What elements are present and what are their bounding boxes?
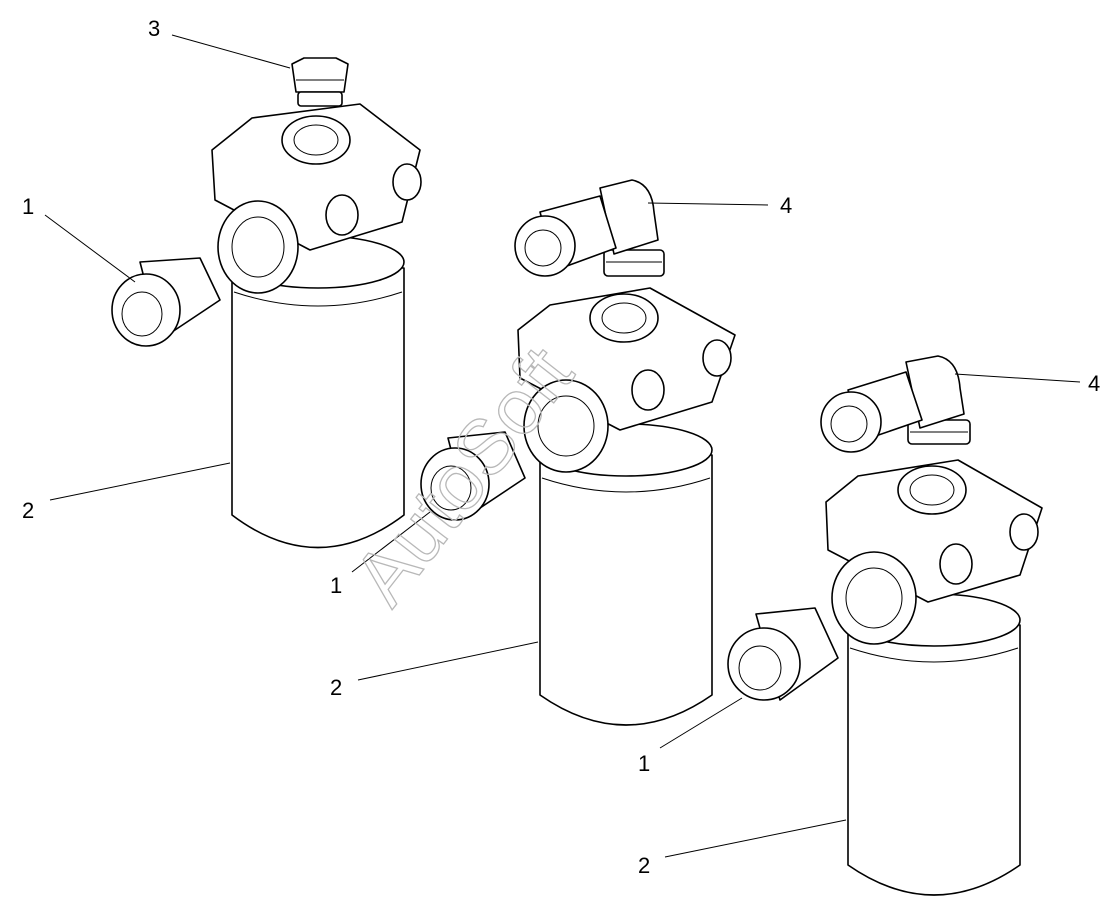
callout-4-middle: 4 [780,193,792,218]
cap-nut-left [291,57,349,107]
callout-1-right: 1 [638,751,650,776]
callout-1-middle: 1 [330,573,342,598]
callout-2-right: 2 [638,853,650,878]
assembly-middle: 4 1 2 [330,179,792,726]
elbow-fitting-middle [514,179,665,277]
assembly-left: 3 1 2 [22,16,422,549]
assembly-right: 4 1 2 [638,355,1100,896]
fitting-right [727,607,839,701]
callout-2-left: 2 [22,498,34,523]
valve-head-left [211,103,422,294]
callout-3-left: 3 [148,16,160,41]
callout-1-left: 1 [22,194,34,219]
valve-head-right [825,459,1043,645]
elbow-fitting-right [820,355,971,453]
callout-2-middle: 2 [330,675,342,700]
valve-head-middle [517,287,736,473]
callout-4-right: 4 [1088,371,1100,396]
fitting-left [111,257,221,347]
fitting-middle [420,431,526,521]
